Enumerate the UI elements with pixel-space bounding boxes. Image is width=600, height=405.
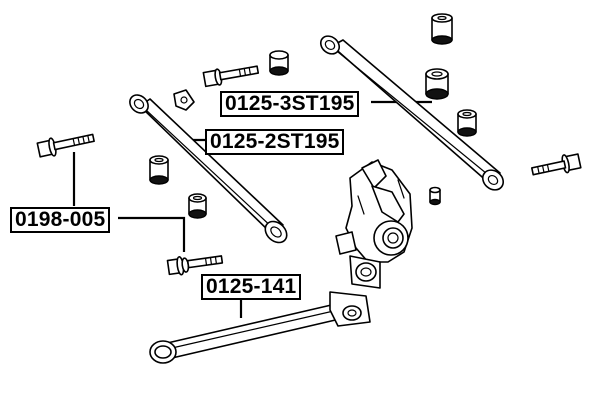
bracket-small — [173, 89, 195, 111]
bushing-left-1 — [149, 155, 169, 185]
nuts-and-washers — [173, 50, 441, 206]
upper-left-control-arm — [129, 94, 288, 244]
upper-right-control-arm — [319, 35, 505, 191]
nut-right-small — [429, 186, 441, 206]
knuckle-assembly — [335, 159, 413, 289]
lower-control-arm — [149, 291, 371, 364]
bushing-top — [431, 13, 453, 45]
bolt-right — [530, 153, 582, 176]
part-label-0198-005: 0198-005 — [10, 207, 111, 233]
bushings — [149, 13, 477, 219]
bolt-lower-cam — [166, 255, 224, 276]
part-label-0125-2st195: 0125-2ST195 — [205, 129, 345, 155]
part-label-0125-141: 0125-141 — [201, 274, 302, 300]
bushing-left-2 — [188, 193, 207, 219]
bolt-top-center — [202, 65, 260, 88]
bushing-right-1 — [425, 68, 449, 100]
leader-0198-right — [118, 216, 186, 252]
bolt-left — [36, 133, 95, 158]
nut-top-center — [269, 50, 289, 76]
bolts — [36, 65, 582, 276]
bushing-right-2 — [457, 109, 477, 137]
part-label-0125-3st195: 0125-3ST195 — [220, 91, 360, 117]
